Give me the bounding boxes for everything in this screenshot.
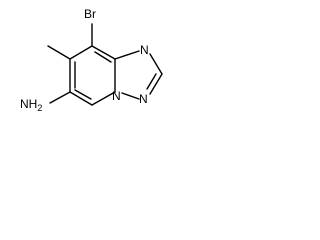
amine-nh-text: NH	[20, 97, 37, 111]
amine-subscript-text: 2	[37, 103, 42, 113]
structure-canvas: Br N N N NH2	[0, 0, 193, 141]
double-bond-c5-c6	[74, 89, 92, 100]
bond-n-bottom-n-bridge	[121, 92, 140, 100]
bond-n-bridge-c5	[91, 91, 116, 106]
bond-n-top-c2	[149, 53, 163, 75]
nitrogen-label-top: N	[140, 43, 149, 57]
bond-c7-methyl	[47, 45, 71, 60]
nitrogen-label-bridgehead: N	[112, 89, 121, 103]
bond-c8-c8a	[91, 45, 116, 60]
amine-label: NH2	[20, 97, 42, 113]
bond-c7-c8	[69, 45, 93, 60]
molecule-structure: Br N N N NH2	[20, 7, 163, 113]
bond-c6-nh2	[49, 91, 71, 104]
double-bond-c2-n-bottom	[146, 73, 157, 90]
bond-c2-n-bottom	[149, 73, 163, 95]
bond-c8a-n-top	[114, 50, 140, 60]
bond-c5-c6	[69, 91, 93, 106]
bromine-label: Br	[84, 7, 96, 21]
double-bond-c8-c8a	[94, 51, 112, 63]
nitrogen-label-bottom: N	[139, 92, 148, 106]
